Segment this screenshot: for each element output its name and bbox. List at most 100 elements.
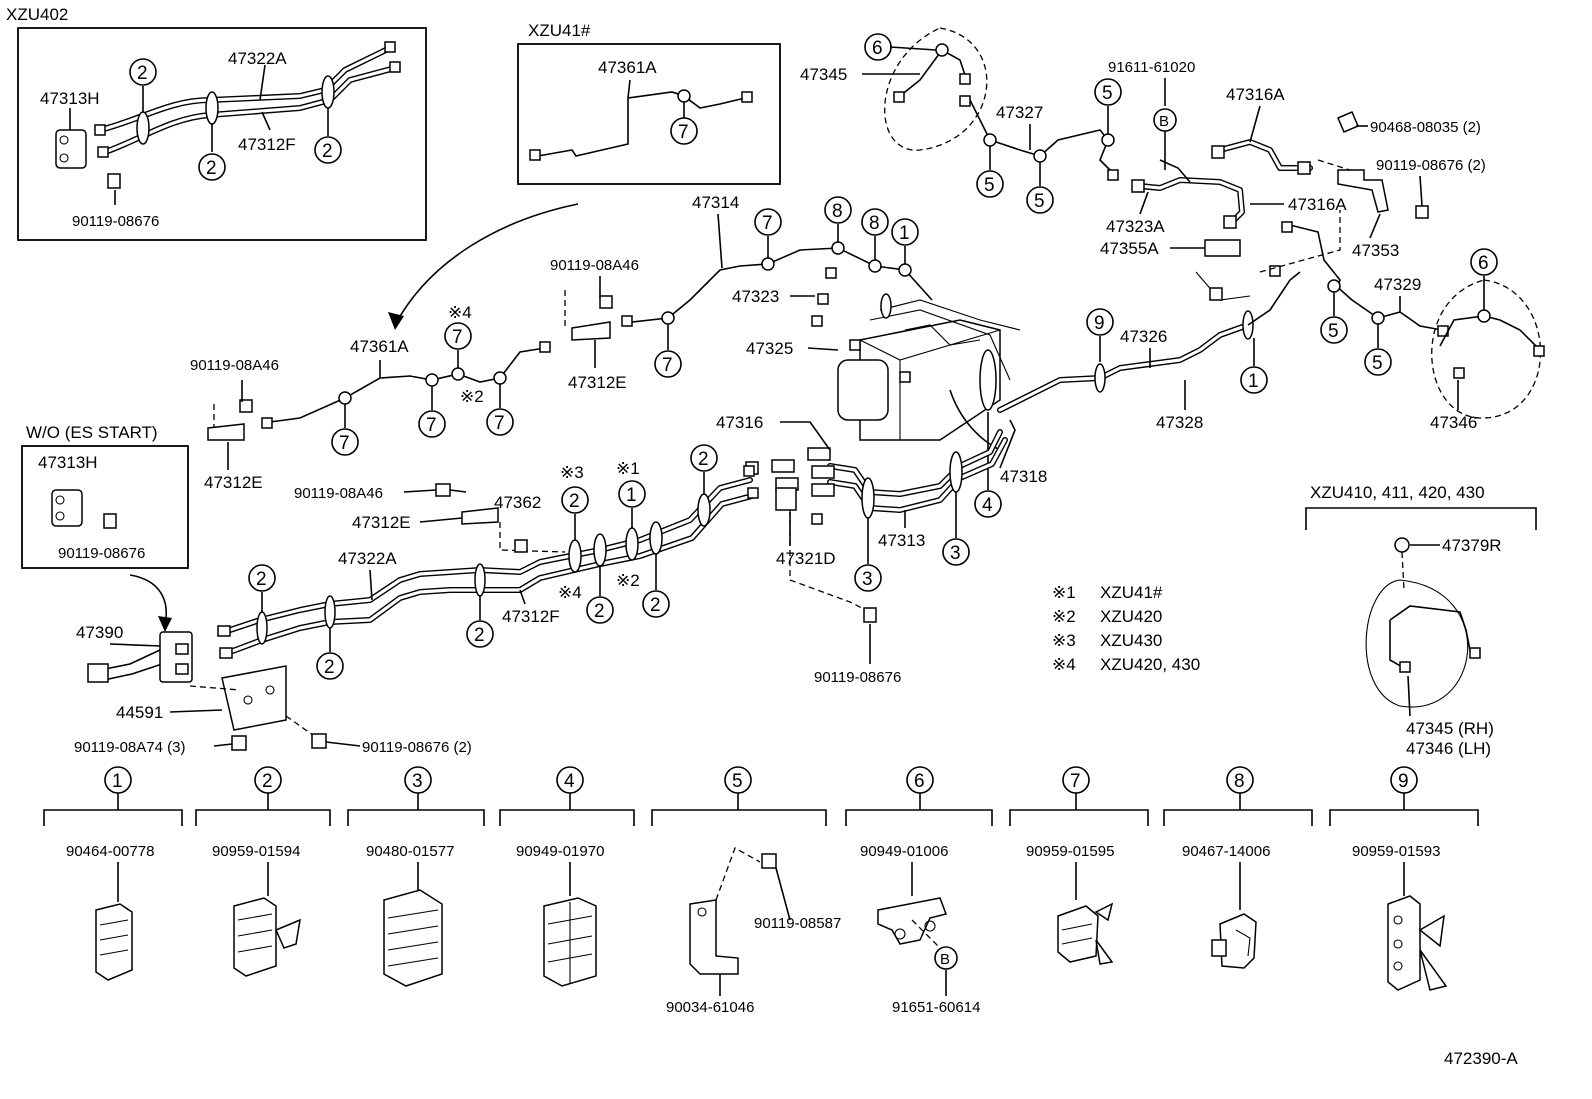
svg-text:7: 7: [494, 413, 505, 434]
note-text-4: XZU420, 430: [1100, 655, 1200, 674]
label-47312f: 47312F: [502, 607, 560, 626]
mark-1: ※1: [616, 459, 640, 478]
switch-47390: [87, 631, 327, 751]
svg-text:7: 7: [339, 433, 350, 454]
label-47313: 47313: [878, 531, 925, 550]
label-47325: 47325: [746, 339, 793, 358]
inset-xzu402-bolt: 90119-08676: [72, 213, 159, 230]
clip-num-4: 4: [564, 771, 575, 792]
mark-2-bottom: ※2: [616, 571, 640, 590]
label-47346: 47346: [1430, 413, 1477, 432]
inset-xzu41: XZU41# 47361A 7: [517, 21, 781, 185]
clip-num-2: 2: [262, 771, 273, 792]
label-90119-08676-2-top: 90119-08676 (2): [1376, 157, 1486, 174]
label-47328: 47328: [1156, 413, 1203, 432]
clip-extra-mark-6: B: [940, 951, 950, 968]
label-90119-08a46-top: 90119-08A46: [550, 257, 639, 274]
clip-part-4: 90949-01970: [516, 843, 604, 860]
svg-text:5: 5: [1328, 321, 1339, 342]
diagram-code: 472390-A: [1444, 1049, 1518, 1068]
clip-part-5: 90034-61046: [666, 999, 754, 1016]
clip-num-6: 6: [914, 771, 925, 792]
note-mark-3: ※3: [1052, 631, 1076, 650]
svg-text:1: 1: [626, 485, 637, 506]
note-mark-1: ※1: [1052, 583, 1076, 602]
inset-xzu41-title: XZU41#: [528, 21, 591, 40]
label-47312e-left: 47312E: [204, 473, 263, 492]
label-47326: 47326: [1120, 327, 1167, 346]
svg-text:2: 2: [594, 601, 605, 622]
svg-text:7: 7: [452, 327, 463, 348]
label-47312e-top: 47312E: [568, 373, 627, 392]
svg-text:7: 7: [662, 355, 673, 376]
abs-actuator: [811, 267, 1021, 441]
svg-text:5: 5: [1034, 191, 1045, 212]
svg-text:5: 5: [984, 175, 995, 196]
clip-extra-5: 90119-08587: [754, 915, 841, 932]
clip-part-2: 90959-01594: [212, 843, 300, 860]
label-47327: 47327: [996, 103, 1043, 122]
label-47316a-mid: 47316A: [1288, 195, 1347, 214]
label-44591: 44591: [116, 703, 163, 722]
label-47323a: 47323A: [1106, 217, 1165, 236]
inset-xzu410: XZU410, 411, 420, 430 47379R 47345 (RH) …: [1305, 483, 1537, 758]
note-text-1: XZU41#: [1100, 583, 1163, 602]
clip-num-5: 5: [732, 771, 743, 792]
svg-text:1: 1: [1248, 371, 1259, 392]
label-90468-08035: 90468-08035 (2): [1370, 119, 1481, 136]
label-47322a: 47322A: [338, 549, 397, 568]
label-47316: 47316: [716, 413, 763, 432]
inset-xzu402-47313h: 47313H: [40, 89, 100, 108]
clip-num-1: 1: [112, 771, 123, 792]
label-47353: 47353: [1352, 241, 1399, 260]
svg-text:2: 2: [474, 625, 485, 646]
inset-wo-es-start: W/O (ES START) 47313H 90119-08676: [21, 423, 189, 569]
svg-text:2: 2: [698, 449, 709, 470]
label-47323: 47323: [732, 287, 779, 306]
svg-text:6: 6: [872, 38, 883, 59]
label-47318: 47318: [1000, 467, 1047, 486]
svg-text:9: 9: [1094, 313, 1105, 334]
clip-part-1: 90464-00778: [66, 843, 154, 860]
clip-num-8: 8: [1234, 771, 1245, 792]
inset-wo-es-bolt: 90119-08676: [58, 545, 145, 562]
clip-extra-6: 91651-60614: [892, 999, 980, 1016]
svg-text:2: 2: [569, 491, 580, 512]
label-47312e-mid: 47312E: [352, 513, 411, 532]
svg-text:8: 8: [869, 213, 880, 234]
inset-xzu402-title: XZU402: [6, 5, 68, 24]
line-47326-47328: [949, 271, 1301, 451]
label-47314: 47314: [692, 193, 739, 212]
clip-num-7: 7: [1070, 771, 1081, 792]
svg-text:2: 2: [256, 569, 267, 590]
svg-text:2: 2: [322, 141, 333, 162]
label-90119-08676-mid: 90119-08676: [814, 669, 901, 686]
clip-part-6: 90949-01006: [860, 843, 948, 860]
label-91611-61020: 91611-61020: [1108, 59, 1195, 76]
inset-xzu410-47346lh: 47346 (LH): [1406, 739, 1491, 758]
clip-legend: 1 90464-00778 2 90959-01594 3 90480-0157…: [43, 766, 1479, 1016]
line-47316-47313: [745, 429, 1008, 623]
svg-text:5: 5: [1102, 83, 1113, 104]
svg-text:7: 7: [762, 213, 773, 234]
label-90119-08a74: 90119-08A74 (3): [74, 739, 185, 756]
inset-xzu402-47322a: 47322A: [228, 49, 287, 68]
label-90119-08676-2-bottom: 90119-08676 (2): [362, 739, 472, 756]
inset-xzu402-47312f: 47312F: [238, 135, 296, 154]
note-mark-2: ※2: [1052, 607, 1076, 626]
svg-text:3: 3: [950, 543, 961, 564]
svg-text:7: 7: [426, 415, 437, 436]
label-47329: 47329: [1374, 275, 1421, 294]
svg-text:8: 8: [832, 201, 843, 222]
clip-num-9: 9: [1398, 771, 1409, 792]
inset-xzu410-title: XZU410, 411, 420, 430: [1310, 483, 1485, 502]
clip-num-3: 3: [412, 771, 423, 792]
label-47390: 47390: [76, 623, 123, 642]
svg-text:2: 2: [137, 63, 148, 84]
note-text-3: XZU430: [1100, 631, 1162, 650]
inset-wo-es-47313h: 47313H: [38, 453, 98, 472]
svg-text:3: 3: [862, 569, 873, 590]
note-mark-4: ※4: [1052, 655, 1076, 674]
svg-text:7: 7: [678, 122, 689, 143]
